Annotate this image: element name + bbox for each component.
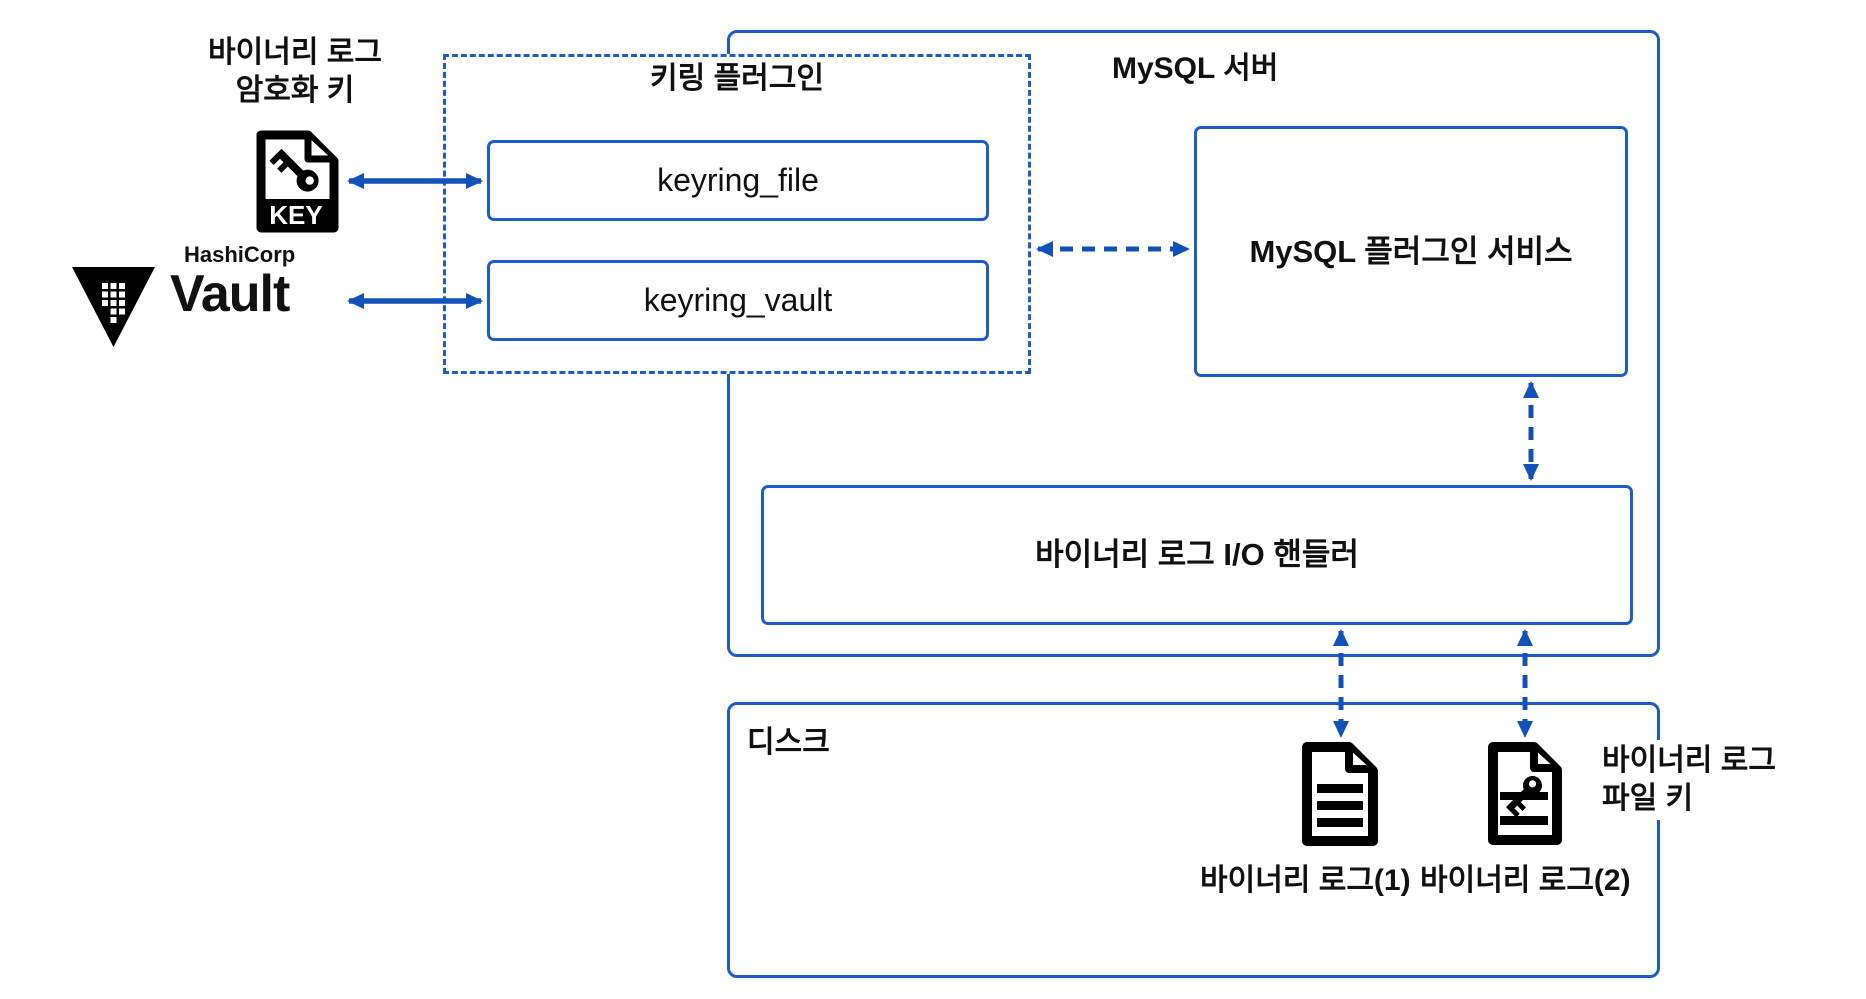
binlog-file-key-label: 바이너리 로그 파일 키 <box>1596 740 1782 820</box>
keyring-plugin-title: 키링 플러그인 <box>650 62 824 95</box>
binlog-file1-label: 바이너리 로그(1) <box>1200 864 1411 897</box>
keyring-vault-box: keyring_vault <box>487 260 989 341</box>
encryption-key-label-line1: 바이너리 로그 <box>208 36 382 69</box>
keyring-file-label: keyring_file <box>657 162 819 198</box>
vault-triangle-icon <box>72 267 155 347</box>
keyring-file-box: keyring_file <box>487 140 989 221</box>
mysql-plugin-service-box: MySQL 플러그인 서비스 <box>1194 126 1628 377</box>
encryption-key-label: 바이너리 로그 암호화 키 <box>165 34 425 110</box>
encryption-key-label-line2: 암호화 키 <box>235 74 355 107</box>
binlog-file-key-label-line2: 파일 키 <box>1602 782 1694 815</box>
key-file-badge-text: KEY <box>269 200 322 230</box>
document-key-icon <box>1488 742 1562 845</box>
mysql-plugin-service-label: MySQL 플러그인 서비스 <box>1249 233 1573 269</box>
binlog-io-handler-label: 바이너리 로그 I/O 핸들러 <box>1035 537 1359 572</box>
hashicorp-brand-label: HashiCorp <box>184 242 296 267</box>
binlog-io-handler-box: 바이너리 로그 I/O 핸들러 <box>761 485 1633 625</box>
binlog-file-key-label-line1: 바이너리 로그 <box>1602 744 1776 777</box>
document-lines-icon <box>1302 742 1378 846</box>
mysql-server-title: MySQL 서버 <box>1112 52 1279 85</box>
key-file-icon: KEY <box>256 130 339 233</box>
keyring-vault-label: keyring_vault <box>643 282 833 318</box>
disk-title: 디스크 <box>747 726 830 759</box>
vault-product-label: Vault <box>170 265 290 323</box>
binlog-file2-label: 바이너리 로그(2) <box>1420 864 1631 897</box>
